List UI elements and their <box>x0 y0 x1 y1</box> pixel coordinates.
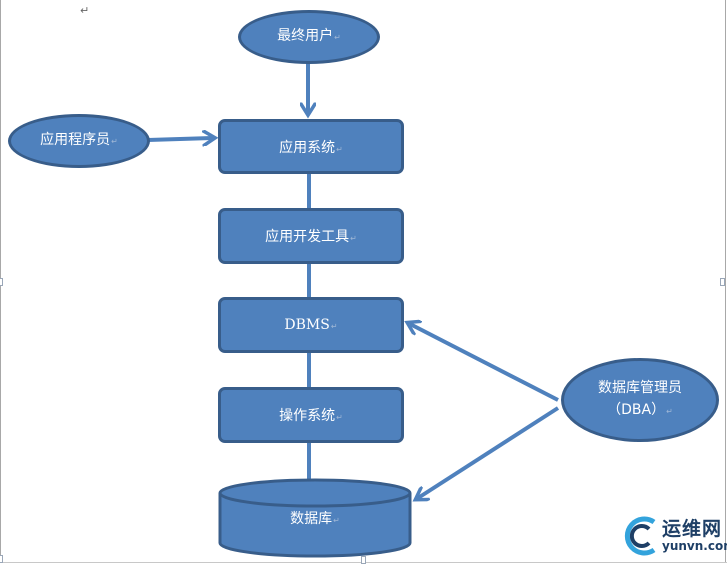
text-mark-icon: ↵ <box>336 144 343 154</box>
database-cylinder[interactable]: 数据库↵ <box>218 478 412 558</box>
dbms-label: DBMS <box>284 317 330 333</box>
arrow-programmer-system <box>147 138 212 140</box>
swirl-logo-icon <box>624 516 656 556</box>
end-user-node[interactable]: 最终用户↵ <box>238 10 380 64</box>
end-user-label: 最终用户 <box>277 28 334 44</box>
dev-tools-label: 应用开发工具 <box>265 229 350 245</box>
text-mark-icon: ↵ <box>336 413 343 422</box>
text-mark-icon: ↵ <box>111 137 118 146</box>
text-mark-icon: ↵ <box>666 407 673 416</box>
dbms-box[interactable]: DBMS↵ <box>218 297 404 353</box>
dev-tools-box[interactable]: 应用开发工具↵ <box>218 208 404 264</box>
app-system-box[interactable]: 应用系统↵ <box>218 119 404 174</box>
page-border-right <box>725 0 726 563</box>
dba-label-line1: 数据库管理员 <box>598 380 682 396</box>
app-system-label: 应用系统 <box>279 139 336 156</box>
text-mark-icon: ↵ <box>334 33 341 42</box>
dba-node[interactable]: 数据库管理员 （DBA）↵ <box>561 358 719 442</box>
database-label: 数据库 <box>290 511 333 527</box>
arrow-dba-database <box>418 406 560 498</box>
watermark-text-en: yunvn.com <box>662 539 727 553</box>
watermark-logo: 运维网 yunvn.com <box>618 512 727 560</box>
text-mark-icon: ↵ <box>330 322 338 331</box>
text-mark-icon: ↵ <box>333 516 340 525</box>
resize-handle-right[interactable] <box>720 278 725 286</box>
dba-label-line2: （DBA） <box>607 402 666 418</box>
watermark-text-cn: 运维网 <box>662 518 723 540</box>
os-label: 操作系统 <box>279 408 336 424</box>
arrow-dba-dbms <box>410 324 559 402</box>
app-programmer-node[interactable]: 应用程序员↵ <box>8 114 150 168</box>
resize-handle-left[interactable] <box>0 278 3 286</box>
os-box[interactable]: 操作系统↵ <box>218 387 404 443</box>
text-mark-icon: ↵ <box>350 234 357 243</box>
paragraph-mark-icon: ↵ <box>80 4 90 17</box>
database-cylinder-shape <box>218 478 412 558</box>
app-programmer-label: 应用程序员 <box>40 132 111 148</box>
